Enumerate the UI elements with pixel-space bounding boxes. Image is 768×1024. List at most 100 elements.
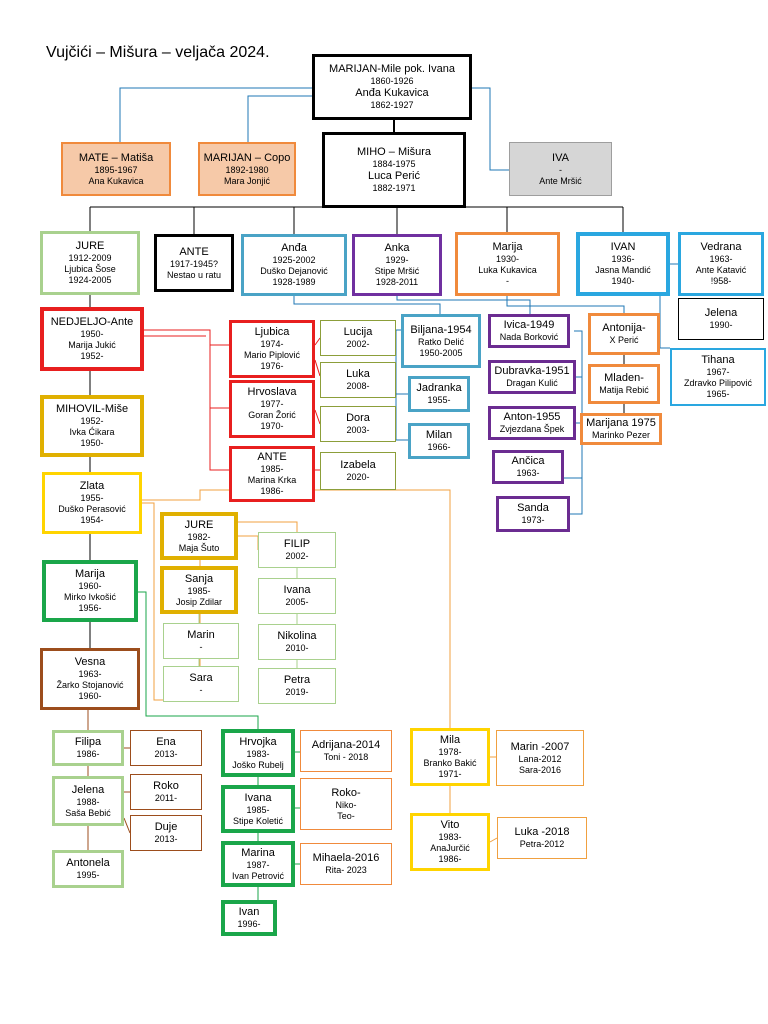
person-text: Marina Krka (247, 475, 297, 486)
person-text: 1928-1989 (272, 276, 316, 287)
person-text: 1987- (246, 859, 270, 870)
person-text: Maja Šuto (178, 542, 220, 553)
person-text: MARIJAN – Copo (203, 151, 291, 164)
person-text: Stipe Koletić (232, 815, 284, 826)
person-text: Jadranka (416, 382, 462, 394)
connector (570, 478, 583, 515)
person-text: Ana Kukavica (88, 175, 144, 186)
connector (472, 87, 509, 171)
connector (247, 95, 312, 142)
person-text: - (506, 275, 509, 286)
person-text: 1955- (427, 395, 451, 406)
person-box-antonija: Antonija-X Perić (588, 313, 660, 355)
person-text: 1862-1927 (370, 100, 414, 111)
person-text: IVAN (610, 241, 636, 254)
person-text: 1983- (246, 748, 270, 759)
person-text: Zvjezdana Špek (499, 424, 565, 435)
person-text: 1986- (438, 853, 462, 864)
person-text: 1966- (427, 442, 451, 453)
person-text: Sara-2016 (518, 764, 562, 775)
person-box-marin0: Marin- (163, 623, 239, 659)
person-text: Lucija (343, 326, 373, 338)
person-text: Mara Jonjić (223, 175, 270, 186)
person-text: 1982- (187, 531, 211, 542)
person-text: Duje (154, 821, 178, 833)
connector (314, 359, 321, 377)
person-text: 2008- (346, 381, 370, 392)
person-box-mladen: Mladen-Matija Rebić (588, 364, 660, 404)
person-text: Ivica-1949 (503, 319, 555, 331)
connector (395, 329, 408, 441)
person-text: Jelena (71, 783, 105, 796)
person-text: 1912-2009 (68, 253, 112, 264)
person-text: Ljubica (254, 326, 290, 339)
person-text: Sara (189, 672, 213, 684)
person-text: Marija (492, 241, 523, 254)
person-text: Luka -2018 (514, 826, 570, 838)
person-text: 1936- (611, 254, 635, 265)
person-text: Mihaela-2016 (312, 852, 380, 864)
person-text: Biljana-1954 (410, 323, 472, 336)
person-text: Ivka Ćikara (69, 427, 115, 438)
person-text: 2002- (285, 551, 309, 562)
person-text: Tihana (701, 354, 735, 367)
person-text: Toni - 2018 (323, 752, 369, 763)
person-text: 1973- (521, 515, 545, 526)
person-text: Mirko Ivkošić (63, 592, 116, 603)
person-text: Luca Perić (368, 170, 420, 182)
person-text: Branko Bakić (423, 758, 477, 769)
person-text: MIHO – Mišura (357, 146, 431, 159)
person-box-sara0: Sara- (163, 666, 239, 702)
person-text: Dubravka-1951 (494, 365, 570, 377)
person-text: 1985- (260, 464, 284, 475)
person-text: Jasna Mandić (595, 265, 651, 276)
person-text: Anđa Kukavica (355, 87, 429, 99)
person-text: Matija Rebić (599, 385, 649, 396)
connector (489, 837, 498, 843)
person-text: JURE (184, 518, 214, 531)
person-text: Roko (153, 780, 179, 792)
person-text: 1963- (709, 254, 733, 265)
person-text: 1963- (516, 468, 540, 479)
person-text: Marin (187, 629, 215, 641)
person-text: Sanja (184, 572, 214, 585)
person-text: 1978- (438, 747, 462, 758)
person-text: Saša Bebić (65, 807, 111, 818)
connector (659, 296, 670, 349)
person-text: 2019- (285, 687, 309, 698)
person-text: AnaJurčić (430, 843, 470, 854)
person-text: Ivana (283, 584, 311, 596)
person-text: Ančica (511, 455, 545, 467)
person-text: Anton-1955 (503, 411, 561, 423)
person-text: Nada Borković (499, 332, 559, 343)
person-text: 1965- (706, 388, 730, 399)
person-text: Žarko Stojanović (56, 680, 124, 691)
person-text: 1892-1980 (225, 164, 269, 175)
person-text: 1985- (187, 585, 211, 596)
person-text: Rita- 2023 (325, 865, 367, 876)
person-text: Vesna (74, 656, 106, 669)
